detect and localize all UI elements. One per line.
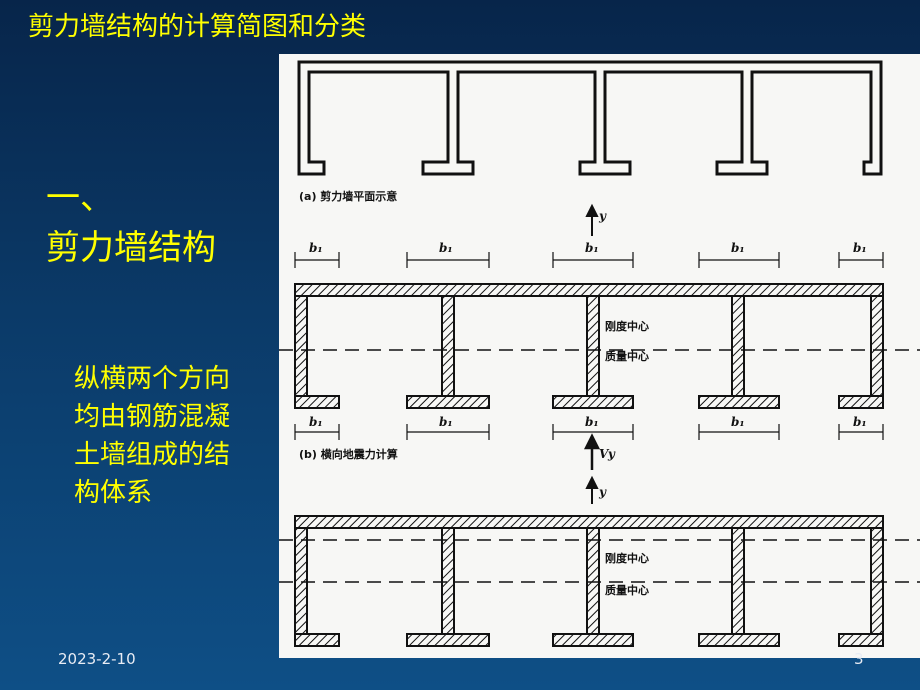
stiffness-center-label-b: 刚度中心 [605, 319, 649, 333]
dimension-labels-bottom: b₁ b₁ b₁ b₁ b₁ [309, 415, 867, 429]
y-axis-arrow-b [585, 203, 599, 236]
dimension-labels-top: b₁ b₁ b₁ b₁ b₁ [309, 241, 867, 255]
y-axis-arrow-c [585, 475, 599, 504]
mass-center-label-b: 质量中心 [605, 349, 649, 363]
plan-diagram-c [294, 515, 884, 647]
mass-center-label-c: 质量中心 [605, 583, 649, 597]
force-arrow-vy [583, 433, 601, 470]
force-label-vy: Vy [599, 447, 616, 461]
center-lines-c [279, 539, 920, 583]
dim-label: b₁ [853, 415, 867, 429]
y-axis-label-c: y [598, 485, 607, 499]
dim-label: b₁ [853, 241, 867, 255]
caption-b: (b) 横向地震力计算 [299, 447, 398, 461]
section-description: 纵横两个方向均由钢筋混凝土墙组成的结构体系 [74, 364, 231, 508]
y-axis-label-b: y [598, 209, 607, 223]
dimension-marks-bottom [294, 424, 884, 440]
dim-label: b₁ [309, 241, 323, 255]
caption-a: (a) 剪力墙平面示意 [299, 189, 397, 203]
plan-diagram-a [297, 60, 883, 176]
stiffness-center-label-c: 刚度中心 [605, 551, 649, 565]
section-heading: 剪力墙结构 [46, 228, 216, 268]
slide-page-number: 3 [854, 650, 864, 668]
dim-label: b₁ [585, 415, 599, 429]
slide-date: 2023-2-10 [58, 650, 136, 668]
dimension-marks-top [294, 252, 884, 268]
dim-label: b₁ [439, 241, 453, 255]
slide-title: 剪力墙结构的计算简图和分类 [28, 12, 367, 42]
dim-label: b₁ [731, 241, 745, 255]
shear-wall-figure: (a) 剪力墙平面示意 y b₁ b₁ b₁ b₁ b₁ [279, 54, 920, 658]
dim-label: b₁ [309, 415, 323, 429]
dim-label: b₁ [731, 415, 745, 429]
section-number: 一、 [46, 178, 114, 218]
dim-label: b₁ [439, 415, 453, 429]
plan-diagram-b [294, 283, 884, 409]
dim-label: b₁ [585, 241, 599, 255]
